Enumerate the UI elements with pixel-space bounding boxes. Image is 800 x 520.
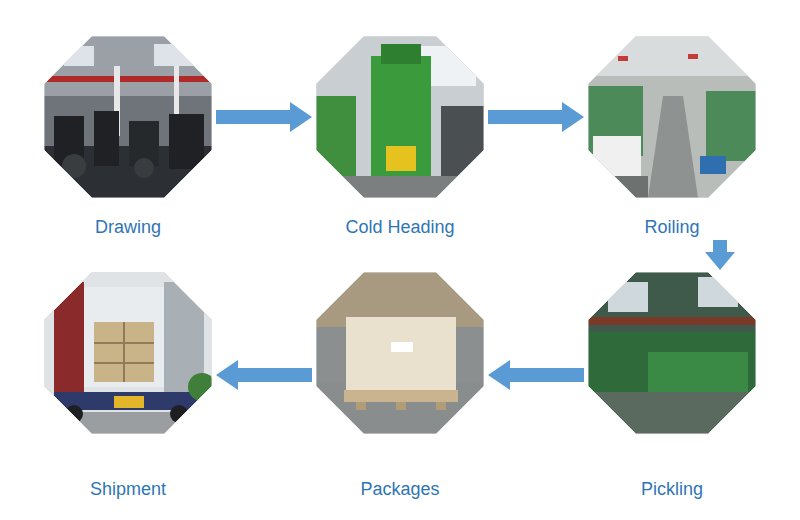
octagon-frame <box>44 272 212 434</box>
octagon-frame <box>316 36 484 198</box>
process-step: Cold Heading <box>316 36 484 238</box>
process-step: Pickling <box>588 272 756 500</box>
process-step: Packages <box>316 272 484 500</box>
octagon-frame <box>588 272 756 434</box>
cold-heading-photo <box>316 36 484 198</box>
drawing-photo <box>44 36 212 198</box>
flow-arrow <box>216 360 312 390</box>
packages-photo <box>316 272 484 434</box>
flow-arrow <box>216 102 312 132</box>
step-label: Shipment <box>44 478 212 500</box>
step-label: Cold Heading <box>316 216 484 238</box>
step-label: Pickling <box>588 478 756 500</box>
process-step: Shipment <box>44 272 212 500</box>
octagon-frame <box>588 36 756 198</box>
octagon-frame <box>44 36 212 198</box>
process-step: Roiling <box>588 36 756 238</box>
step-label: Drawing <box>44 216 212 238</box>
roiling-photo <box>588 36 756 198</box>
flow-arrow <box>705 240 735 270</box>
step-label: Roiling <box>588 216 756 238</box>
pickling-photo <box>588 272 756 434</box>
step-label: Packages <box>316 478 484 500</box>
shipment-photo <box>44 272 216 434</box>
octagon-frame <box>316 272 484 434</box>
flow-arrow <box>488 360 584 390</box>
process-step: Drawing <box>44 36 212 238</box>
flow-arrow <box>488 102 584 132</box>
